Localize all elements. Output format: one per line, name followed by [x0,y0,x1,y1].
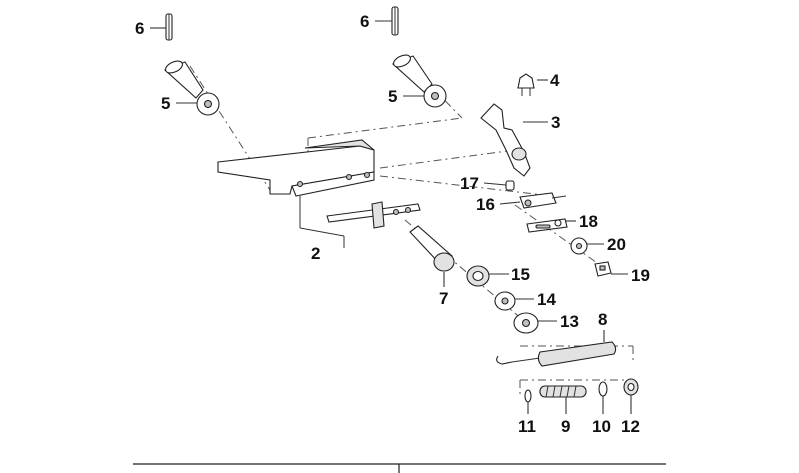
part-17-pin [505,180,515,191]
part-6-bolt-right [391,54,433,93]
callout-5-left: 5 [161,94,170,113]
callout-4: 4 [550,71,560,90]
part-18-link [526,218,568,233]
part-11-ring [524,389,532,403]
part-19-clip [594,261,612,277]
part-2-bracket [217,139,421,248]
part-13-washer [513,312,539,334]
callout-6-left: 6 [135,19,144,38]
part-6-pin-left [165,13,173,41]
part-4-clip [517,73,535,96]
part-12-nut [623,378,639,396]
part-6-bolt-left [163,60,204,99]
callout-10: 10 [592,417,611,436]
callout-11: 11 [518,417,536,436]
callout-leader-lines [150,20,632,414]
part-10-washer [598,381,608,397]
part-3-lever [480,103,531,177]
part-7-shaft [409,225,455,272]
part-20-washer [570,237,588,255]
part-14-washer [494,291,516,311]
part-16-clevis [519,192,567,209]
callout-9: 9 [561,417,570,436]
callout-14: 14 [537,290,556,309]
callout-8: 8 [598,310,607,329]
callout-7: 7 [439,289,448,308]
callout-6-right: 6 [360,12,369,31]
callout-5-right: 5 [388,87,397,106]
part-5-washer-left [196,92,220,116]
part-8-damper [496,341,617,367]
callout-15: 15 [511,265,530,284]
callout-19: 19 [631,266,650,285]
callout-12: 12 [621,417,640,436]
callout-2: 2 [311,244,320,263]
part-5-washer-right [423,84,447,108]
callout-20: 20 [607,235,626,254]
part-6-pin-right [391,6,399,36]
part-9-spring [539,385,587,398]
part-15-bushing [466,265,490,287]
callout-18: 18 [579,212,598,231]
callout-16: 16 [476,195,495,214]
callout-17: 17 [460,174,479,193]
callout-3: 3 [551,113,560,132]
callout-13: 13 [560,312,579,331]
footer-rule [133,463,666,473]
